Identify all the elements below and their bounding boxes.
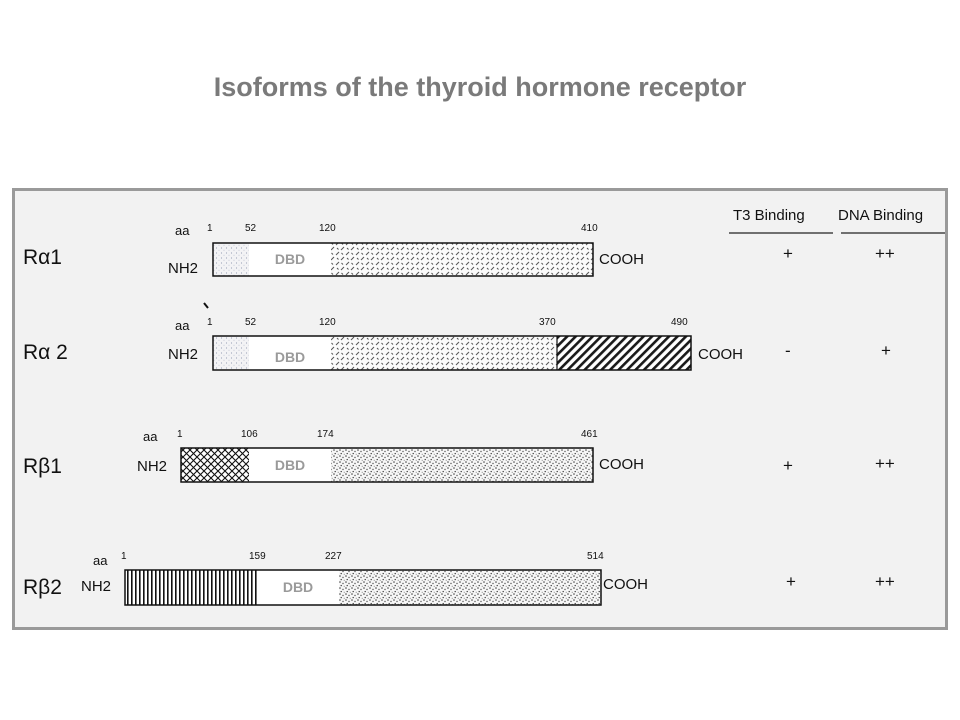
protein-bar-outline — [212, 335, 692, 371]
segment-hatched — [331, 243, 593, 276]
isoform-label: Rβ1 — [23, 455, 62, 478]
segment-hatched — [331, 336, 557, 370]
header-t3-binding: T3 Binding — [729, 207, 833, 234]
aa-label: aa — [175, 318, 190, 333]
segment-stippled — [331, 448, 593, 482]
page-title: Isoforms of the thyroid hormone receptor — [213, 72, 747, 102]
receptor-isoform-diagram: T3 Binding DNA Binding Rα1 aa 1 52 120 4… — [12, 188, 948, 630]
aa-label: aa — [143, 429, 158, 444]
dbd-segment — [257, 570, 339, 605]
isoform-row-ralpha2: Rα 2 aa 1 52 120 370 490 NH2 DBD COOH - … — [23, 302, 891, 371]
c-terminus-label: COOH — [603, 576, 648, 593]
dbd-segment — [249, 336, 331, 370]
isoform-row-ralpha1: Rα1 aa 1 52 120 410 NH2 DBD COOH + ++ — [23, 223, 895, 277]
dbd-segment — [249, 243, 331, 276]
protein-bar-outline — [212, 242, 594, 277]
n-terminus-label: NH2 — [168, 346, 198, 363]
dbd-segment — [249, 448, 331, 482]
aa-label: aa — [93, 553, 108, 568]
dbd-label: DBD — [275, 251, 305, 267]
dbd-label: DBD — [283, 579, 313, 595]
c-terminus-label: COOH — [698, 346, 743, 363]
dbd-label: DBD — [275, 349, 305, 365]
dna-binding-value: ++ — [875, 572, 895, 591]
position-label: 1 — [207, 317, 213, 328]
c-terminus-label: COOH — [599, 456, 644, 473]
segment-dotted — [213, 243, 249, 276]
segment-dotted — [213, 336, 249, 370]
protein-bar-outline — [180, 447, 594, 483]
position-label: 159 — [249, 551, 266, 562]
dna-binding-value: ++ — [875, 454, 895, 473]
isoform-row-rbeta2: Rβ2 aa 1 159 227 514 NH2 DBD COOH + ++ — [23, 551, 895, 606]
header-dna-binding: DNA Binding — [838, 207, 945, 234]
position-label: 120 — [319, 317, 336, 328]
position-label: 461 — [581, 429, 598, 440]
position-label: 410 — [581, 223, 598, 234]
t3-binding-value: + — [783, 456, 793, 475]
position-label: 120 — [319, 223, 336, 234]
n-terminus-label: NH2 — [81, 578, 111, 595]
position-label: 514 — [587, 551, 604, 562]
header-t3-binding-text: T3 Binding — [733, 207, 805, 224]
position-label: 106 — [241, 429, 258, 440]
position-label: 1 — [121, 551, 127, 562]
segment-stippled — [339, 570, 601, 605]
dbd-label: DBD — [275, 457, 305, 473]
position-label: 227 — [325, 551, 342, 562]
t3-binding-value: - — [785, 341, 791, 360]
segment-vertical-lines — [125, 570, 257, 605]
header-dna-binding-text: DNA Binding — [838, 207, 923, 224]
position-label: 52 — [245, 317, 257, 328]
position-label: 1 — [207, 223, 213, 234]
position-label: 490 — [671, 317, 688, 328]
isoform-label: Rβ2 — [23, 576, 62, 599]
position-label: 174 — [317, 429, 334, 440]
t3-binding-value: + — [783, 244, 793, 263]
segment-diagonal — [557, 336, 691, 370]
n-terminus-label: NH2 — [137, 458, 167, 475]
diagram-canvas: T3 Binding DNA Binding Rα1 aa 1 52 120 4… — [23, 207, 945, 606]
dna-binding-value: + — [881, 341, 891, 360]
position-label: 52 — [245, 223, 257, 234]
position-label: 370 — [539, 317, 556, 328]
segment-crosshatch — [181, 448, 249, 482]
isoform-label: Rα 2 — [23, 341, 68, 364]
isoform-row-rbeta1: Rβ1 aa 1 106 174 461 NH2 DBD COOH + ++ — [23, 429, 895, 483]
aa-label: aa — [175, 223, 190, 238]
isoform-label: Rα1 — [23, 246, 62, 269]
position-label: 1 — [177, 429, 183, 440]
speck-mark — [203, 302, 209, 309]
t3-binding-value: + — [786, 572, 796, 591]
dna-binding-value: ++ — [875, 244, 895, 263]
n-terminus-label: NH2 — [168, 260, 198, 277]
c-terminus-label: COOH — [599, 251, 644, 268]
protein-bar-outline — [124, 569, 602, 606]
